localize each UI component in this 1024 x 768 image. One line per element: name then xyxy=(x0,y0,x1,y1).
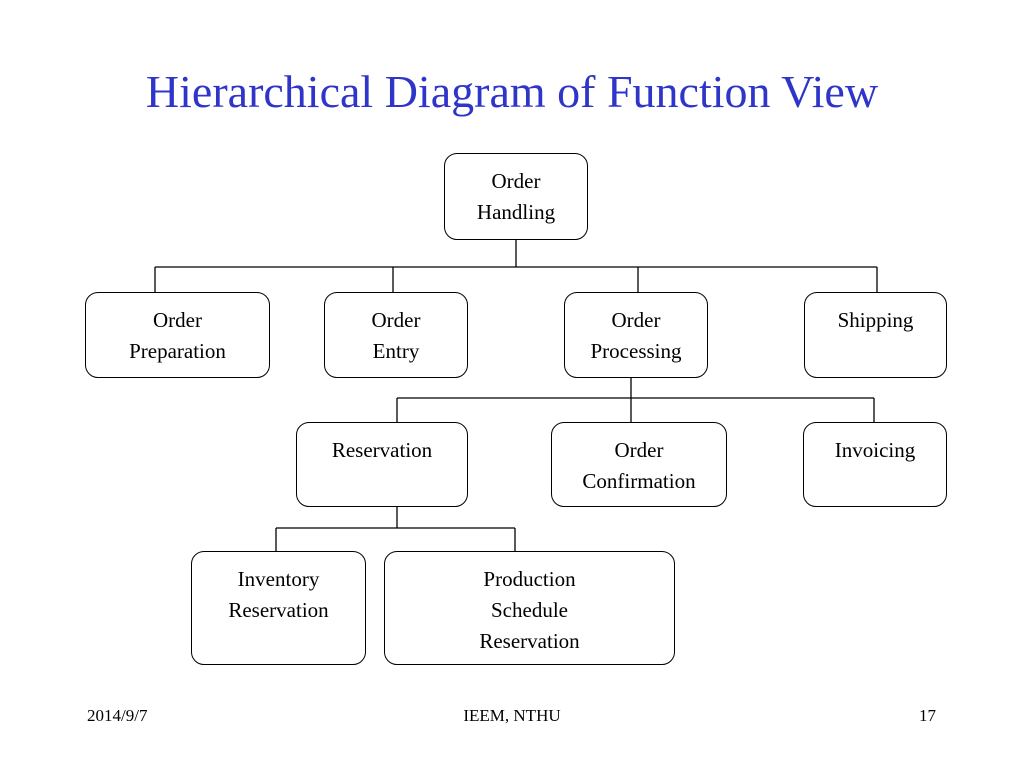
node-order-handling: Order Handling xyxy=(444,153,588,240)
node-order-confirmation: Order Confirmation xyxy=(551,422,727,507)
node-invoicing: Invoicing xyxy=(803,422,947,507)
footer-date: 2014/9/7 xyxy=(87,706,148,725)
node-inventory-reservation: Inventory Reservation xyxy=(191,551,366,665)
node-production-schedule-reservation: Production Schedule Reservation xyxy=(384,551,675,665)
node-order-preparation: Order Preparation xyxy=(85,292,270,378)
node-order-processing: Order Processing xyxy=(564,292,708,378)
footer-org: IEEM, NTHU xyxy=(463,706,561,725)
page-title: Hierarchical Diagram of Function View xyxy=(145,66,879,117)
footer-page-number: 17 xyxy=(919,706,936,725)
node-order-entry: Order Entry xyxy=(324,292,468,378)
node-reservation: Reservation xyxy=(296,422,468,507)
node-shipping: Shipping xyxy=(804,292,947,378)
